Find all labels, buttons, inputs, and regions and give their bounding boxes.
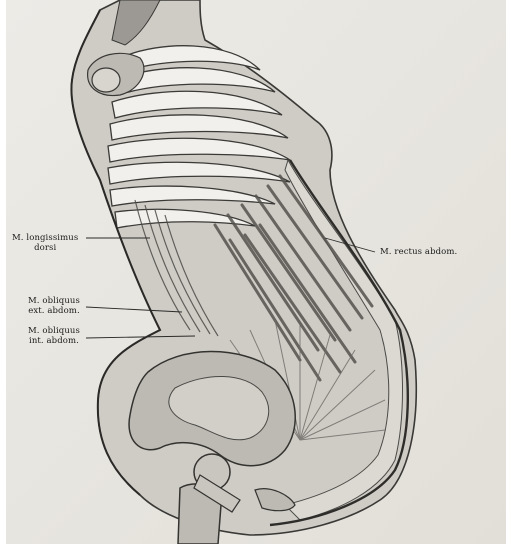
label-obliquus-int: M. obliquus int. abdom. [28,326,80,346]
label-rectus: M. rectus abdom. [380,247,457,257]
label-obliquus-ext-line2: ext. abdom. [28,306,80,316]
label-obliquus-ext: M. obliquus ext. abdom. [28,296,80,316]
label-longissimus: M. longissimus dorsi [12,233,78,253]
humeral-head [92,68,120,92]
label-obliquus-int-line1: M. obliquus [28,326,80,336]
label-obliquus-int-line2: int. abdom. [28,336,80,346]
label-longissimus-line1: M. longissimus [12,233,78,243]
label-obliquus-ext-line1: M. obliquus [28,296,80,306]
label-longissimus-line2: dorsi [12,243,78,253]
